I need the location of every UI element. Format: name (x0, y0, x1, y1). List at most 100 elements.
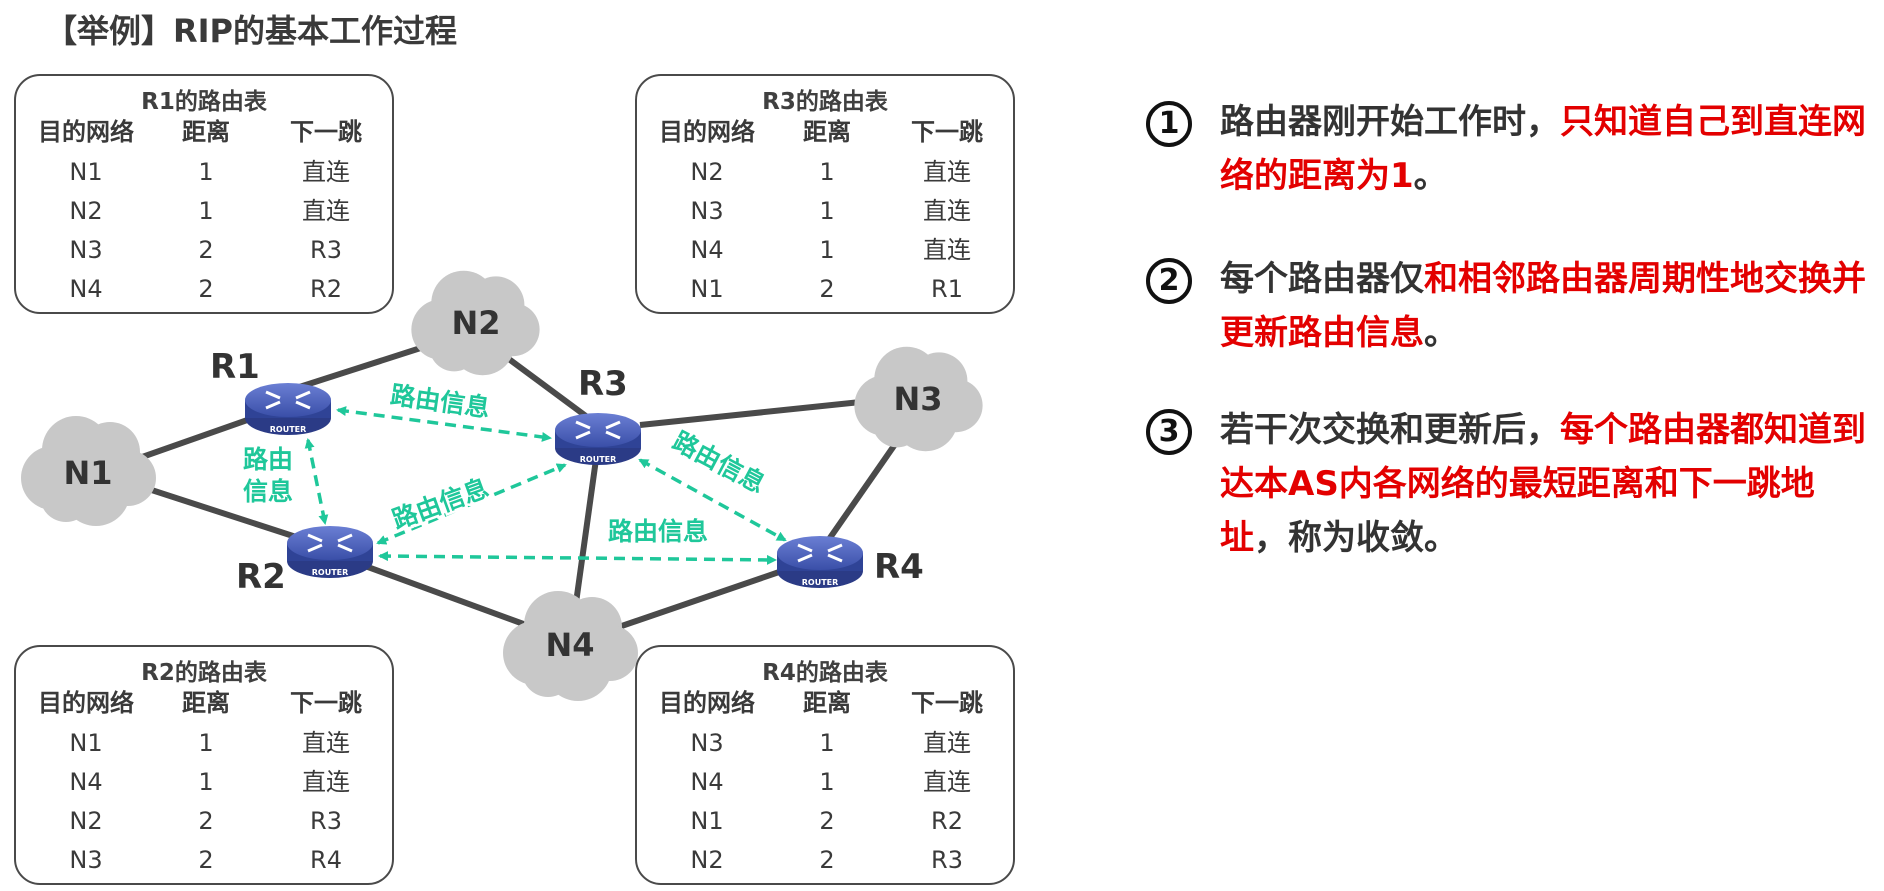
table-row: N1 1 直连 (16, 725, 392, 761)
cell-distance: 2 (198, 846, 214, 874)
cell-destination: N2 (69, 807, 103, 835)
table-header: 目的网络 距离 下一跳 (637, 685, 1013, 721)
cell-destination: N4 (690, 236, 724, 264)
network-label-n1: N1 (63, 454, 112, 492)
cell-distance: 1 (198, 158, 214, 186)
point-number-3: 3 (1146, 409, 1192, 455)
cell-next-hop: R3 (310, 807, 342, 835)
cell-distance: 1 (198, 197, 214, 225)
cell-distance: 1 (819, 158, 835, 186)
cell-next-hop: R3 (931, 846, 963, 874)
arrow-r3-r4 (638, 458, 787, 542)
cell-destination: N4 (69, 275, 103, 303)
router-r2: ROUTER (287, 526, 373, 578)
cell-distance: 1 (819, 236, 835, 264)
header-destination: 目的网络 (659, 118, 755, 146)
header-destination: 目的网络 (38, 118, 134, 146)
point-tail-text: ，称为收敛。 (1254, 518, 1458, 558)
cell-next-hop: 直连 (302, 729, 350, 757)
point-number-1: 1 (1146, 101, 1192, 147)
point-tail-text: 。 (1413, 156, 1448, 196)
cell-next-hop: R2 (310, 275, 342, 303)
table-title: R2的路由表 (141, 660, 267, 686)
link-r4-n4 (609, 567, 786, 633)
router-label-r4: R4 (874, 547, 924, 587)
cell-destination: N3 (690, 197, 724, 225)
cell-distance: 1 (198, 768, 214, 796)
router-label-r3: R3 (578, 364, 628, 404)
router-badge: ROUTER (270, 425, 307, 434)
network-label-n3: N3 (893, 380, 942, 418)
cell-next-hop: 直连 (923, 729, 971, 757)
point-highlight-text: 只知道自己到直连网络的距离为1 (1220, 102, 1866, 196)
point-text-2: 每个路由器仅和相邻路由器周期性地交换并更新路由信息。 (1220, 252, 1880, 360)
msg-label-r2-r3: 路由信息 (388, 473, 492, 534)
router-r4: ROUTER (777, 536, 863, 588)
cell-distance: 2 (198, 275, 214, 303)
arrow-r2-r4 (378, 551, 777, 565)
cell-destination: N3 (69, 236, 103, 264)
table-row: N4 2 R2 (16, 271, 392, 307)
arrow-r2-r3 (376, 463, 567, 545)
cell-destination: N3 (690, 729, 724, 757)
link-r4-n3 (822, 428, 908, 547)
router-label-r1: R1 (210, 347, 260, 387)
cell-next-hop: 直连 (923, 236, 971, 264)
cell-distance: 1 (819, 768, 835, 796)
point-text-3: 若干次交换和更新后，每个路由器都知道到达本AS内各网络的最短距离和下一跳地址，称… (1220, 403, 1880, 565)
network-label-n2: N2 (451, 304, 500, 342)
cell-distance: 2 (198, 807, 214, 835)
arrow-r1-r2 (304, 438, 329, 525)
router-badge: ROUTER (580, 455, 617, 464)
cell-next-hop: R3 (310, 236, 342, 264)
point-normal-text: 路由器刚开始工作时， (1220, 102, 1560, 142)
network-label-n4: N4 (545, 626, 594, 664)
cell-destination: N2 (690, 846, 724, 874)
table-header: 目的网络 距离 下一跳 (16, 685, 392, 721)
cell-next-hop: 直连 (923, 158, 971, 186)
link-r3-n3 (639, 397, 881, 428)
cell-next-hop: R2 (931, 807, 963, 835)
cell-next-hop: 直连 (302, 158, 350, 186)
point-highlight-text: 每个路由器都知道到达本AS内各网络的最短距离和下一跳地址 (1220, 410, 1866, 558)
header-destination: 目的网络 (659, 689, 755, 717)
cell-destination: N1 (69, 729, 103, 757)
cell-destination: N4 (690, 768, 724, 796)
cell-destination: N1 (690, 275, 724, 303)
point-normal-text: 每个路由器仅 (1220, 259, 1424, 299)
router-badge: ROUTER (312, 568, 349, 577)
cell-next-hop: 直连 (923, 197, 971, 225)
cell-destination: N2 (69, 197, 103, 225)
table-header: 目的网络 距离 下一跳 (637, 114, 1013, 150)
point-text-1: 路由器刚开始工作时，只知道自己到直连网络的距离为1。 (1220, 95, 1880, 203)
msg-label-r2-r4: 路由信息 (608, 517, 708, 546)
table-header: 目的网络 距离 下一跳 (16, 114, 392, 150)
table-title: R4的路由表 (762, 660, 888, 686)
msg-label-r1-r2-line1: 路由 (243, 445, 293, 474)
router-badge: ROUTER (802, 578, 839, 587)
table-title: R1的路由表 (141, 89, 267, 115)
page-title: 【举例】RIP的基本工作过程 (45, 12, 458, 50)
cell-next-hop: 直连 (923, 768, 971, 796)
cell-distance: 1 (198, 729, 214, 757)
router-label-r2: R2 (236, 557, 286, 597)
cell-next-hop: 直连 (302, 768, 350, 796)
table-row: N4 1 直连 (637, 232, 1013, 268)
table-row: N4 1 直连 (637, 764, 1013, 800)
router-r3: ROUTER (555, 413, 641, 465)
link-r1-n2 (289, 342, 431, 393)
cell-destination: N3 (69, 846, 103, 874)
